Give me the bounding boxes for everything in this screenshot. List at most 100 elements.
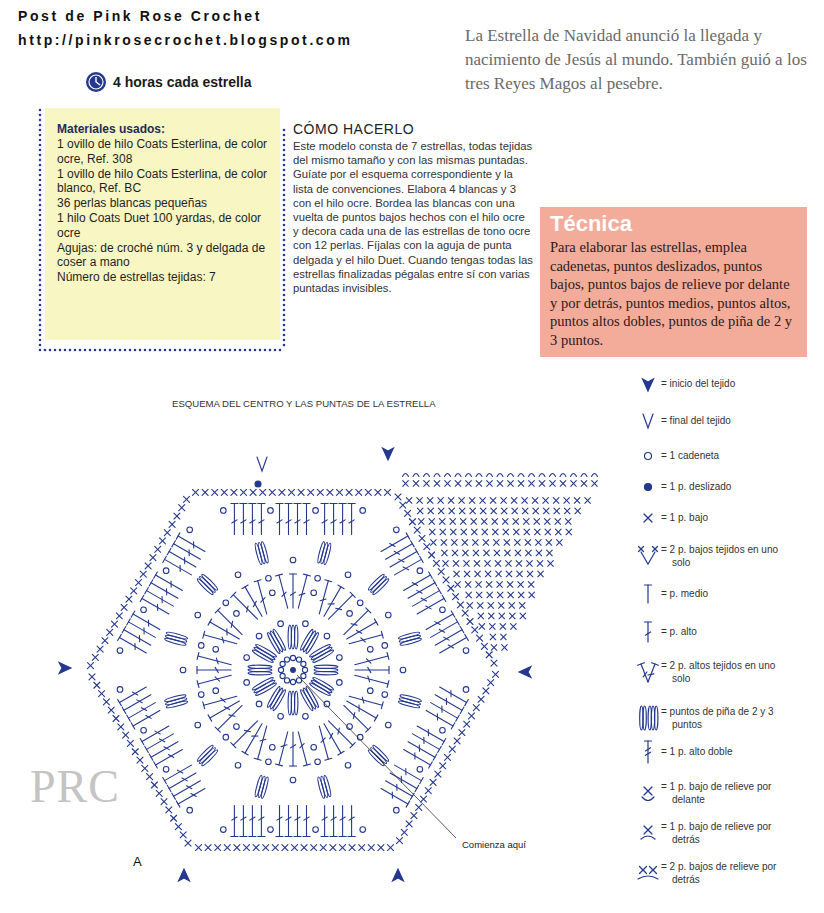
stitch-top — [154, 762, 158, 768]
single-crochet-symbol — [260, 489, 266, 495]
single-crochet-symbol — [449, 508, 455, 514]
single-crochet-symbol — [472, 627, 478, 633]
legend-text: = 1 p. deslizado — [661, 481, 779, 494]
single-crochet-symbol — [547, 550, 553, 556]
stitch-stem — [324, 503, 325, 534]
stitch-top — [127, 715, 131, 721]
single-crochet-symbol — [400, 502, 406, 508]
chain-symbol — [278, 621, 284, 627]
single-crochet-symbol — [155, 546, 161, 552]
single-crochet-symbol — [452, 540, 458, 546]
single-crochet-symbol — [498, 603, 504, 609]
stitch-tick — [252, 735, 258, 736]
puff-loop — [254, 775, 263, 797]
single-crochet-symbol — [431, 540, 437, 546]
chain-symbol — [198, 643, 204, 649]
stitch-tick — [643, 672, 647, 677]
stitch-top — [451, 611, 455, 617]
stitch-top — [122, 707, 126, 713]
single-crochet-symbol — [494, 540, 500, 546]
stitch-top — [415, 785, 419, 791]
chain-symbol — [394, 527, 400, 533]
single-crochet-symbol — [522, 498, 528, 504]
single-crochet-symbol — [476, 592, 482, 598]
relief-back-symbol — [641, 836, 655, 839]
single-crochet-symbol — [453, 561, 459, 567]
stitch-tick — [446, 698, 447, 704]
single-crochet-symbol — [89, 674, 95, 680]
single-crochet-symbol — [441, 540, 447, 546]
single-crochet-symbol — [113, 715, 119, 721]
single-crochet-symbol — [401, 829, 407, 835]
single-crochet-symbol — [537, 561, 543, 567]
single-crochet-symbol — [511, 624, 517, 630]
single-crochet-symbol — [455, 582, 461, 588]
stitch-tick — [182, 778, 187, 781]
single-crochet-symbol — [253, 845, 259, 851]
chain-symbol — [645, 453, 652, 460]
chain-symbol — [382, 692, 388, 698]
single-crochet-symbol — [474, 561, 480, 567]
single-crochet-symbol — [160, 538, 166, 544]
stitch-top — [285, 836, 292, 837]
single-crochet-symbol — [515, 550, 521, 556]
single-crochet-symbol — [478, 613, 484, 619]
stitch-tick — [180, 565, 181, 571]
single-crochet-symbol — [462, 540, 468, 546]
chain-symbol — [213, 646, 219, 652]
stitch-tick — [161, 597, 162, 603]
single-crochet-symbol — [428, 508, 434, 514]
single-crochet-symbol — [137, 757, 143, 763]
single-crochet-symbol — [461, 529, 467, 535]
stitch-stem — [355, 675, 388, 684]
single-crochet-symbol — [472, 627, 478, 633]
stitch-top — [420, 778, 424, 784]
single-crochet-symbol — [164, 530, 170, 536]
watermark: PRC — [30, 760, 120, 813]
single-crochet-symbol — [473, 705, 479, 711]
stitch-stem — [210, 701, 239, 718]
stitch-tick — [277, 520, 282, 523]
leader-line — [297, 675, 456, 838]
chain-symbol — [213, 688, 219, 694]
material-item: 36 perlas blancas pequeñas — [57, 196, 270, 211]
stitch-tick — [437, 714, 438, 720]
single-crochet-symbol — [581, 481, 587, 487]
single-crochet-symbol — [574, 498, 580, 504]
single-crochet-symbol — [526, 550, 532, 556]
single-crochet-symbol — [480, 498, 486, 504]
single-crochet-symbol — [234, 845, 240, 851]
chain-symbol — [284, 678, 289, 683]
chain-symbol — [440, 727, 446, 733]
stitch-top — [644, 621, 651, 622]
single-crochet-symbol — [497, 582, 503, 588]
single-crochet-symbol — [250, 489, 256, 495]
single-crochet-symbol — [506, 571, 512, 577]
single-crochet-symbol — [497, 481, 503, 487]
stitch-top — [240, 836, 247, 837]
start-marker — [393, 869, 404, 881]
single-crochet-symbol — [166, 807, 172, 813]
stitch-stem — [292, 574, 293, 608]
puff-symbol — [164, 694, 188, 709]
single-crochet-symbol — [495, 561, 501, 567]
corner-letter: A — [133, 854, 142, 869]
single-crochet-symbol — [469, 498, 475, 504]
stitch-top — [249, 836, 256, 837]
stitch-stem — [324, 806, 325, 837]
puff-loop — [398, 700, 420, 709]
single-crochet-symbol — [320, 845, 326, 851]
single-crochet-symbol — [477, 603, 483, 609]
single-crochet-symbol — [527, 561, 533, 567]
stitch-tick — [351, 624, 357, 625]
stitch-top — [140, 595, 144, 601]
single-crochet-symbol — [522, 498, 528, 504]
stitch-stem — [298, 732, 307, 765]
stitch-stem — [288, 806, 289, 837]
single-crochet-symbol — [488, 603, 494, 609]
stitch-stem — [306, 503, 307, 534]
stitch-top — [208, 619, 212, 625]
single-crochet-symbol — [150, 555, 156, 561]
puff-loop — [400, 637, 422, 646]
stitch-stem — [648, 664, 655, 682]
